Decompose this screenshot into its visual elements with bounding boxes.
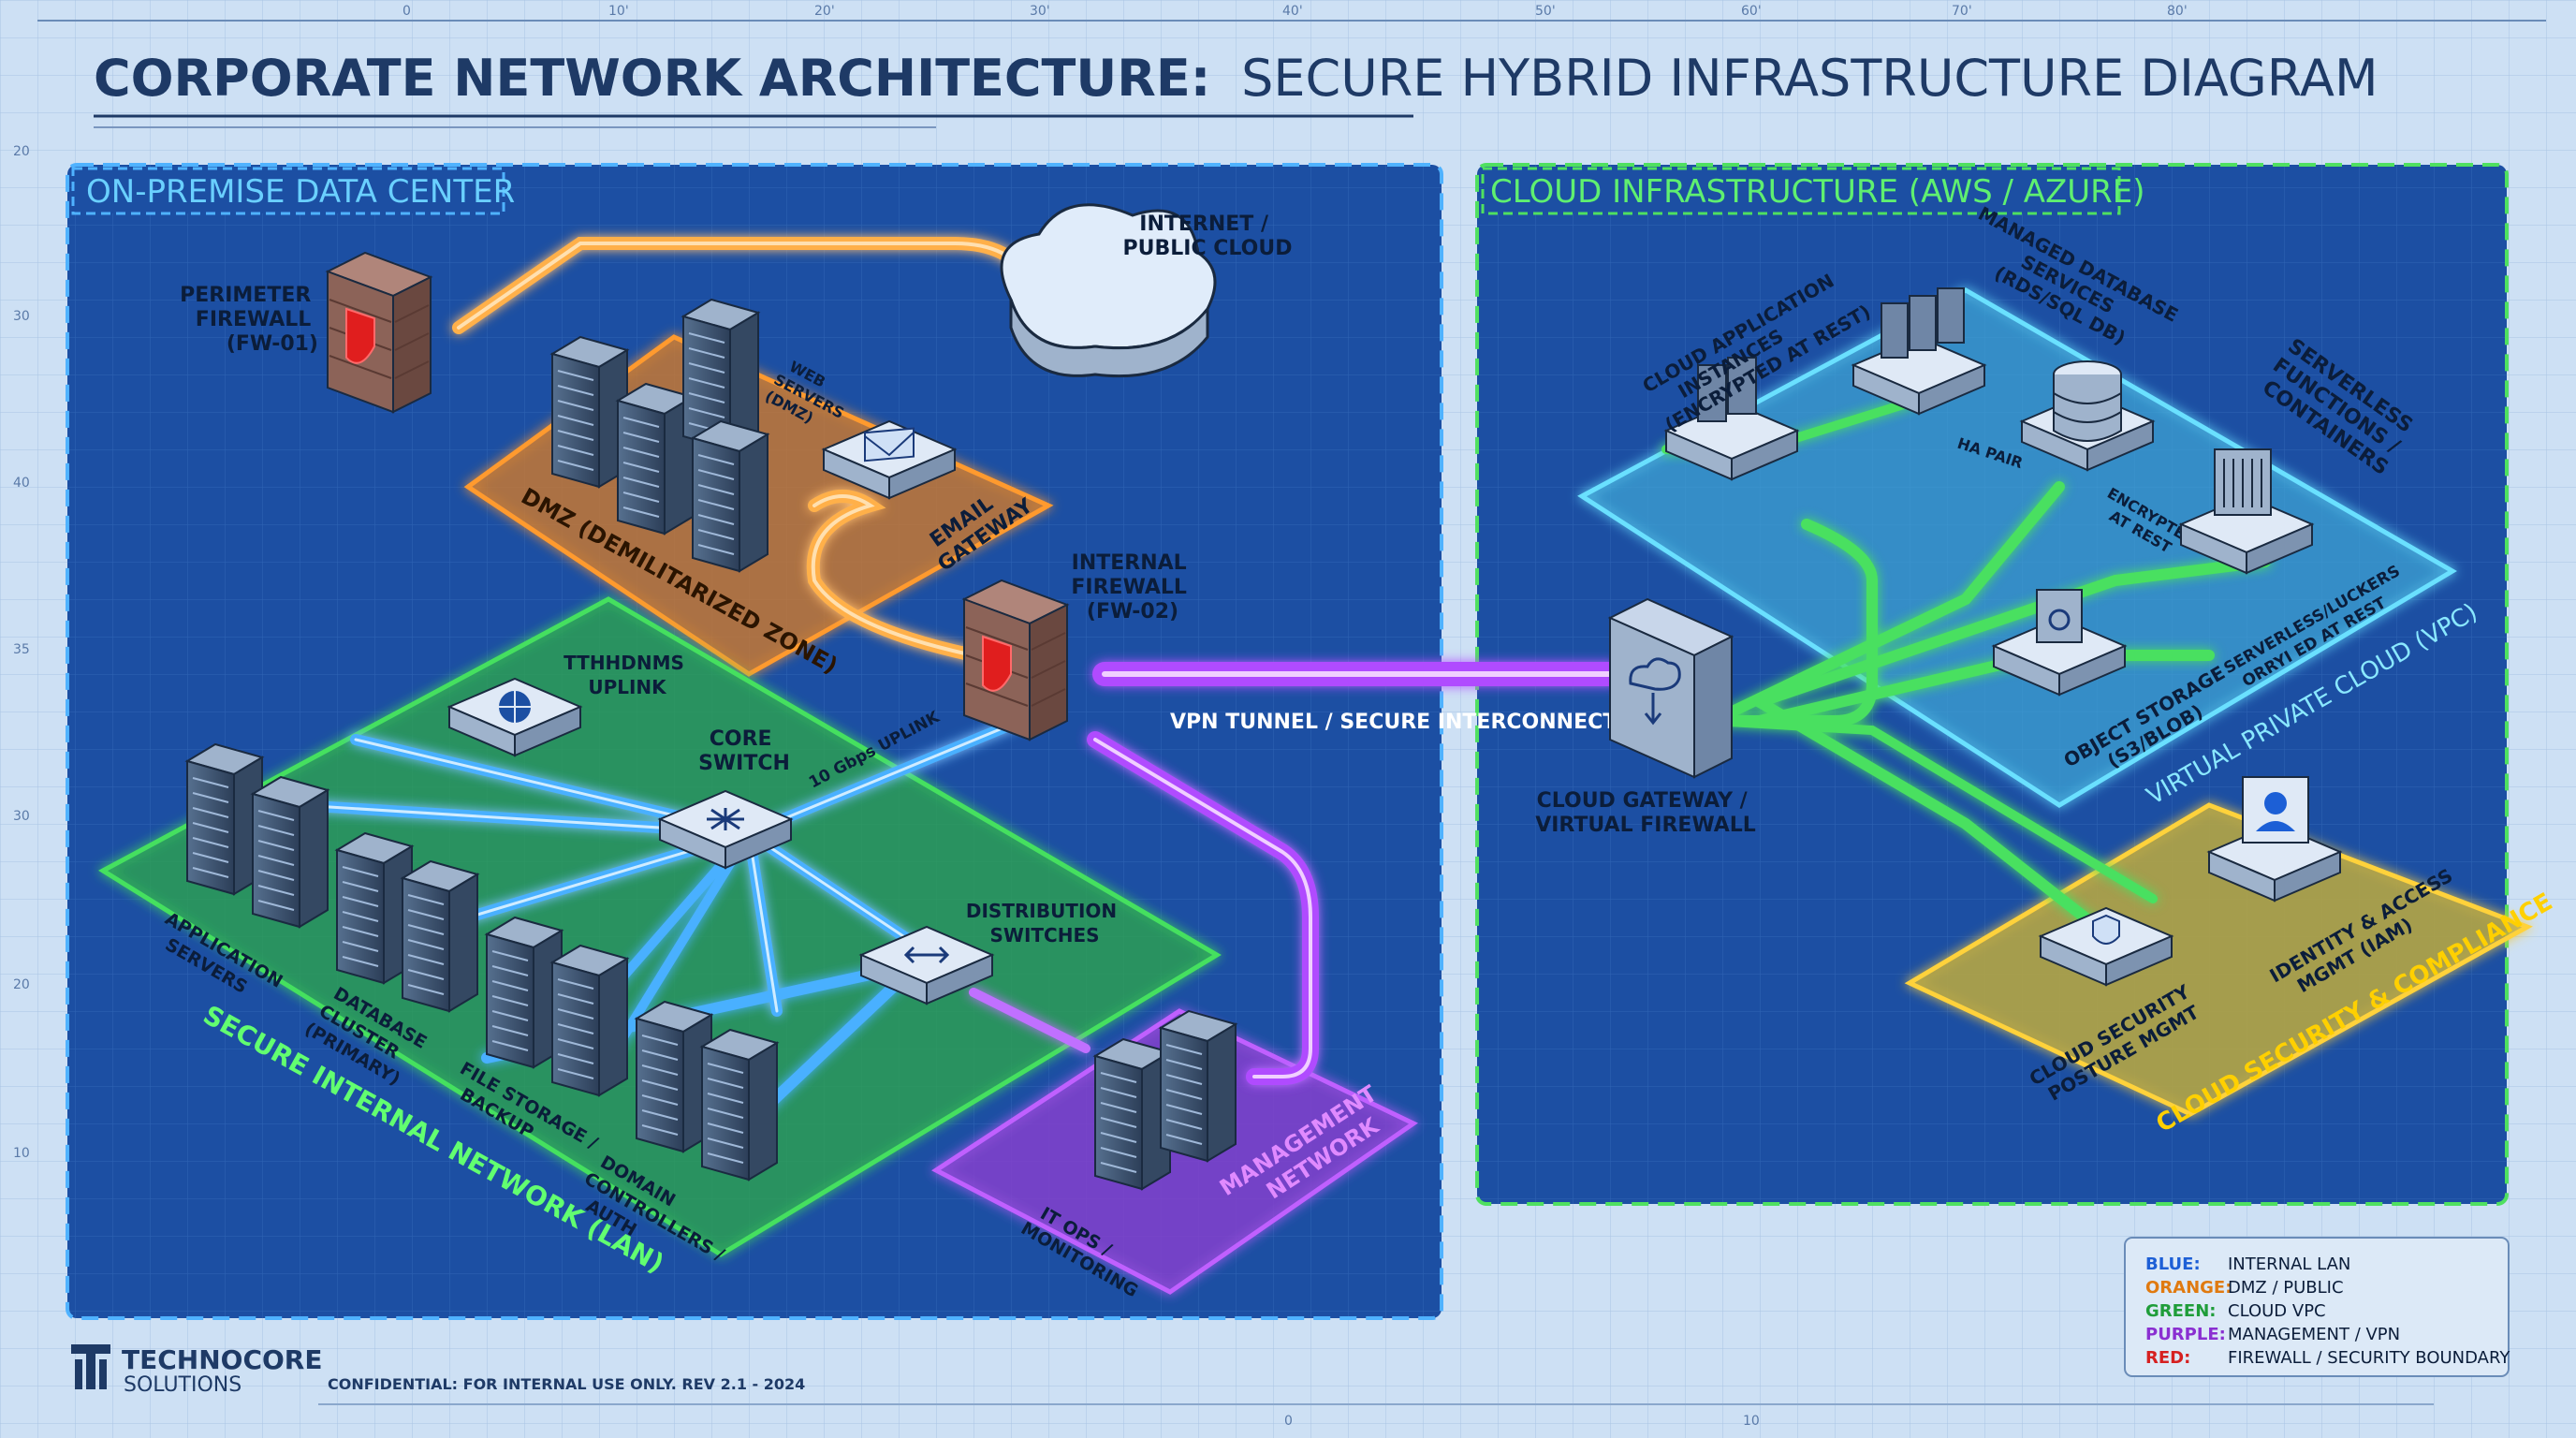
ruler-tick: 20: [13, 977, 30, 992]
legend-value: FIREWALL / SECURITY BOUNDARY: [2228, 1348, 2510, 1368]
legend-key: ORANGE:: [2145, 1278, 2232, 1298]
ruler-tick: 60': [1741, 4, 1762, 19]
top-ruler: 0 10' 20' 30' 40' 50' 60' 70' 80': [37, 4, 2546, 22]
ruler-tick: 40: [13, 476, 30, 491]
distribution-switch-icon: [860, 926, 993, 1005]
links-green: [1661, 398, 2271, 932]
title-light: SECURE HYBRID INFRASTRUCTURE DIAGRAM: [1241, 49, 2378, 108]
cspm-icon: [2040, 907, 2173, 986]
storage-rack: [551, 945, 628, 1096]
svg-text:CORPORATE NETWORK ARCHITECTURE: CORPORATE NETWORK ARCHITECTURE: SECURE H…: [94, 49, 2378, 108]
ruler-tick: 70': [1952, 4, 1972, 19]
web-server-rack: [551, 336, 628, 488]
vpn-tunnel-label: VPN TUNNEL / SECURE INTERCONNECT: [1170, 711, 1617, 734]
title-bold: CORPORATE NETWORK ARCHITECTURE:: [94, 49, 1210, 108]
cloud-app-instance-icon: [1665, 357, 1798, 480]
internet-cloud-icon: [1000, 203, 1217, 378]
ruler-tick: 50': [1535, 4, 1556, 19]
ruler-tick: 0: [1284, 1414, 1293, 1429]
links-purple: [969, 662, 1622, 1085]
core-switch-label: CORE SWITCH: [698, 727, 790, 775]
ruler-tick: 30': [1030, 4, 1050, 19]
perimeter-firewall-label: PERIMETER FIREWALL (FW-01): [180, 284, 318, 356]
legend-value: MANAGEMENT / VPN: [2228, 1325, 2400, 1344]
cloud-gateway-label: CLOUD GATEWAY / VIRTUAL FIREWALL: [1535, 789, 1756, 837]
ruler-tick: 30: [13, 809, 30, 824]
legend-value: DMZ / PUBLIC: [2228, 1278, 2344, 1298]
legend-key: PURPLE:: [2145, 1325, 2226, 1344]
brand-sub: SOLUTIONS: [124, 1373, 242, 1397]
db-server-rack: [402, 860, 478, 1012]
ruler-tick: 0: [402, 4, 411, 19]
app-server-rack: [252, 776, 329, 928]
database-cylinder-icon: [2021, 360, 2154, 471]
confidential-note: CONFIDENTIAL: FOR INTERNAL USE ONLY. REV…: [328, 1375, 805, 1393]
legend-key: GREEN:: [2145, 1301, 2217, 1321]
ruler-tick: 10': [608, 4, 629, 19]
web-server-rack: [692, 420, 768, 572]
app-server-rack: [186, 743, 263, 895]
left-ruler: 20 30 40 35 30 20 10: [13, 144, 30, 1161]
object-storage-icon: [1993, 589, 2126, 696]
onprem-title: ON-PREMISE DATA CENTER: [86, 173, 515, 211]
ruler-tick: 20: [13, 144, 30, 159]
page-title: CORPORATE NETWORK ARCHITECTURE: SECURE H…: [94, 49, 2378, 128]
brand-name: TECHNOCORE: [122, 1344, 322, 1375]
brand-logo: TECHNOCORE SOLUTIONS: [71, 1344, 322, 1397]
ruler-tick: 10: [13, 1146, 30, 1161]
internet-label: INTERNET / PUBLIC CLOUD: [1123, 213, 1293, 260]
domain-controller-rack: [701, 1029, 778, 1181]
domain-controller-rack: [636, 1001, 712, 1152]
legend-key: BLUE:: [2145, 1255, 2201, 1274]
core-switch-icon: [659, 790, 792, 869]
cloud-title: CLOUD INFRASTRUCTURE (AWS / AZURE): [1490, 173, 2145, 211]
iam-icon: [2208, 776, 2341, 902]
uplink-router-icon: [448, 678, 581, 756]
managed-db-server-icon: [1852, 287, 1985, 415]
ruler-tick: 10: [1743, 1414, 1760, 1429]
email-gateway-icon: [823, 420, 956, 499]
perimeter-firewall-icon: [327, 252, 432, 413]
legend-value: CLOUD VPC: [2228, 1301, 2326, 1321]
storage-rack: [486, 917, 563, 1068]
db-server-rack: [336, 832, 413, 984]
cloud-gateway-icon: [1607, 597, 1734, 779]
distribution-label: DISTRIBUTION SWITCHES: [966, 900, 1123, 946]
serverless-container-icon: [2180, 448, 2313, 574]
ruler-tick: 20': [814, 4, 835, 19]
web-server-rack: [617, 383, 694, 535]
legend: BLUE: INTERNAL LAN ORANGE:DMZ / PUBLIC GREE…: [2124, 1237, 2510, 1377]
it-ops-rack: [1160, 1010, 1237, 1162]
bottom-ruler: 0 10: [318, 1403, 2434, 1429]
ruler-tick: 35: [13, 642, 30, 657]
ruler-tick: 80': [2167, 4, 2188, 19]
internal-firewall-label: INTERNAL FIREWALL (FW-02): [1071, 551, 1193, 624]
it-ops-rack: [1094, 1038, 1171, 1190]
legend-value: INTERNAL LAN: [2228, 1255, 2350, 1274]
internal-firewall-icon: [963, 580, 1068, 741]
legend-key: RED:: [2145, 1348, 2190, 1368]
ruler-tick: 40': [1282, 4, 1303, 19]
ruler-tick: 30: [13, 309, 30, 324]
uplink-label: TTHHDNMS UPLINK: [564, 652, 691, 698]
